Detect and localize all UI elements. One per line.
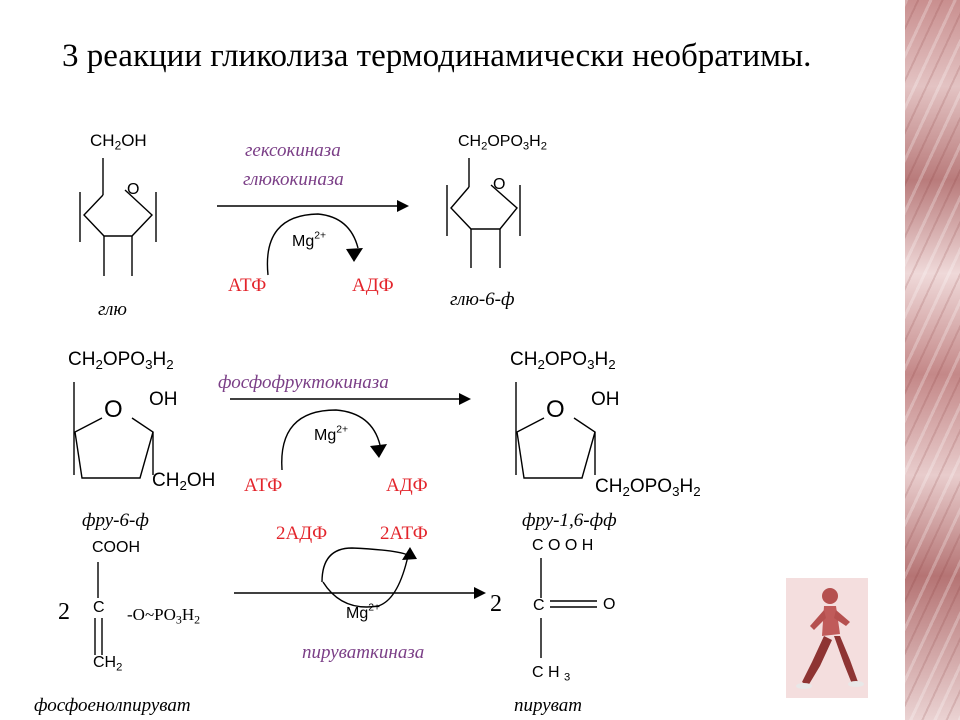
fbp-name: фру-1,6-фф (522, 510, 617, 531)
reaction3-cofactor-arc-top (321, 547, 409, 583)
pyruvate-name: пируват (514, 695, 583, 716)
f6p-oh: OH (149, 389, 178, 410)
pyruvate-oxygen: O (603, 596, 616, 613)
f6p-name: фру-6-ф (82, 510, 149, 531)
glucose-name: глю (98, 299, 127, 320)
pep-coefficient: 2 (58, 599, 70, 625)
pep-ch2: CH2 (93, 654, 123, 674)
glucose-ring (83, 189, 153, 237)
reaction3-mg-label: Mg2+ (346, 602, 381, 622)
reaction3-2adp: 2АДФ (276, 523, 328, 544)
reaction2-arc-head (370, 444, 387, 458)
fbp-ring-oxygen: O (546, 396, 565, 423)
reaction2-mg-label: Mg2+ (314, 424, 349, 444)
fbp-bottom-label: CH2OPO3H2 (595, 476, 701, 499)
reaction2-adp: АДФ (386, 475, 428, 496)
reaction1-arc-head (346, 248, 363, 262)
pep-cooh: COOH (92, 539, 140, 556)
enzyme-pyruvate-kinase: пируваткиназа (302, 642, 425, 663)
glucose-ch2oh-label: CH2OH (90, 131, 147, 153)
reaction3-arc-head (402, 547, 417, 560)
reaction1-atp: АТФ (228, 275, 267, 296)
f6p-ring (74, 417, 154, 479)
f6p-top-label: CH2OPO3H2 (68, 349, 174, 372)
reaction3-cofactor-arc (322, 555, 409, 608)
g6p-ring-oxygen: O (493, 176, 506, 193)
reaction2-atp: АТФ (244, 475, 283, 496)
reaction3-2atp: 2АТФ (380, 523, 428, 544)
reaction1-mg-label: Mg2+ (292, 230, 327, 250)
fbp-ring (516, 417, 596, 479)
pep-carbon: C (93, 599, 105, 616)
pep-phosphate-group: -O~PO3H2 (127, 605, 201, 627)
enzyme-phosphofructokinase: фосфофруктокиназа (218, 372, 389, 393)
fbp-top-label: CH2OPO3H2 (510, 349, 616, 372)
g6p-phosphate-label: CH2OPO3H2 (458, 133, 547, 153)
decorative-side-strip (905, 0, 960, 720)
reaction2-cofactor-arc (281, 409, 381, 471)
pyruvate-coefficient: 2 (490, 591, 502, 617)
f6p-bottom-label: CH2OH (152, 470, 216, 493)
fbp-oh: OH (591, 389, 620, 410)
slide-title: 3 реакции гликолиза термодинамически нео… (62, 38, 812, 74)
reaction2-arrow-head (459, 393, 471, 405)
pep-name: фосфоенолпируват (34, 695, 191, 716)
reaction1-adp: АДФ (352, 275, 394, 296)
pyruvate-carbon: C (533, 597, 545, 614)
reaction1-arrow-head (397, 200, 409, 212)
reaction1-cofactor-arc (266, 213, 359, 276)
g6p-name: глю-6-ф (450, 289, 515, 310)
glucose-ring-oxygen: O (127, 181, 140, 198)
g6p-ring (450, 184, 518, 230)
enzyme-hexokinase: гексокиназа (245, 140, 341, 161)
runner-photo (786, 578, 868, 698)
pyruvate-cooh: C O O H (532, 537, 594, 554)
pyruvate-ch3: C H 3 (532, 664, 571, 684)
f6p-ring-oxygen: O (104, 396, 123, 423)
reaction3-arrow-head (474, 587, 486, 599)
enzyme-glucokinase: глюкокиназа (243, 169, 344, 190)
